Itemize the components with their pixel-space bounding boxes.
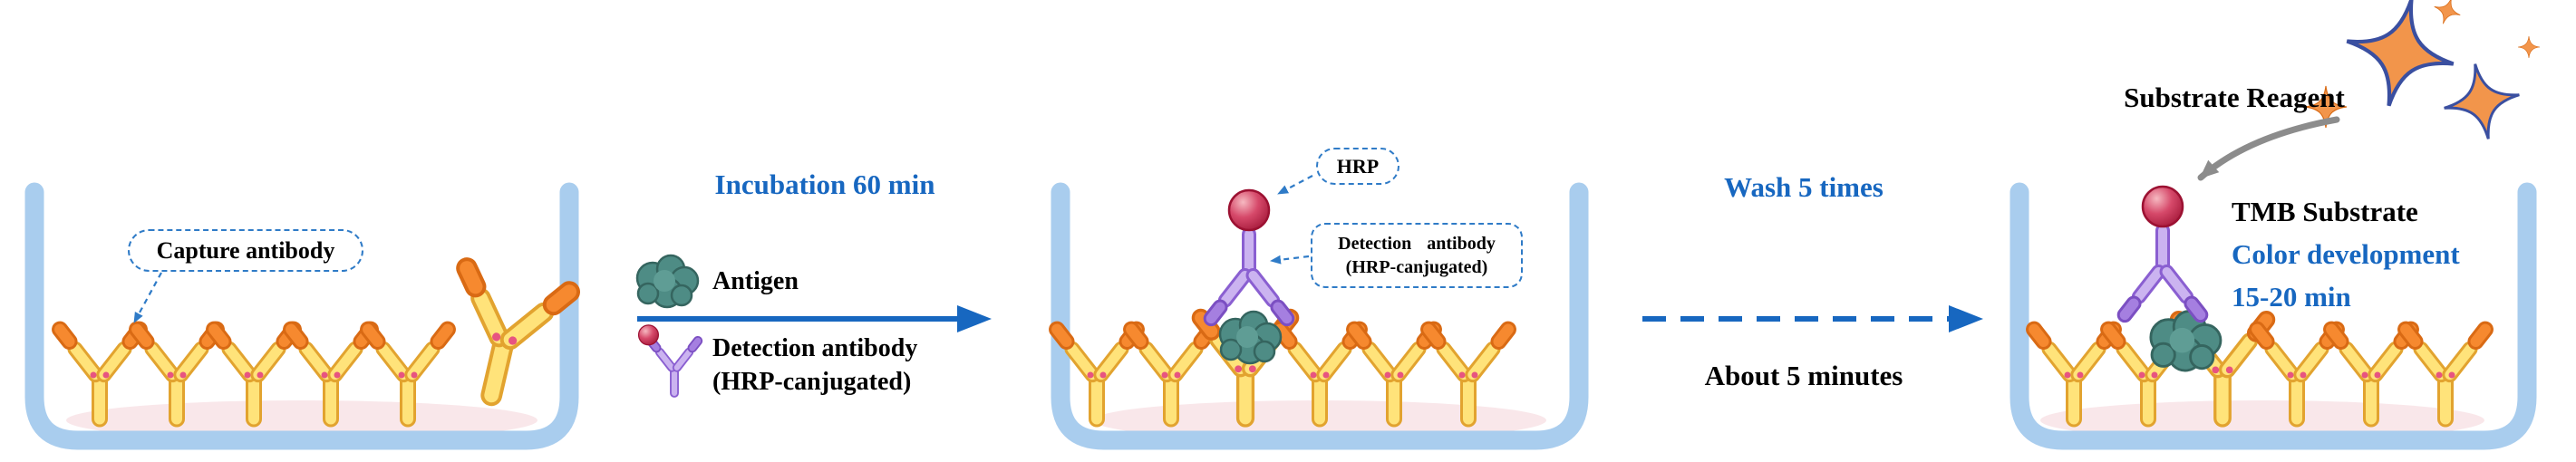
detection-antibody-label-box: Detection antibody (HRP-canjugated) bbox=[1311, 223, 1523, 288]
detection-legend-line2: (HRP-canjugated) bbox=[712, 368, 912, 396]
time-label: 15-20 min bbox=[2232, 281, 2351, 313]
step2-graphics bbox=[1642, 305, 1983, 332]
detection-antibody-hrp-icon bbox=[1202, 190, 1295, 327]
wash-arrow-icon bbox=[1642, 305, 1983, 332]
capture-antibodies bbox=[49, 251, 586, 428]
result-text-block: TMB Substrate Color development 15-20 mi… bbox=[2232, 190, 2460, 318]
step1-graphics bbox=[635, 254, 992, 397]
antigen-icon bbox=[2149, 310, 2223, 372]
well-outline bbox=[1051, 182, 1589, 450]
antigen-icon bbox=[635, 254, 700, 309]
antigen-icon bbox=[1218, 310, 1283, 365]
incubation-arrow-icon bbox=[637, 305, 992, 332]
well-2 bbox=[1046, 175, 1589, 450]
capture-antibody-label-box: Capture antibody bbox=[128, 229, 363, 272]
wash-subtitle: About 5 minutes bbox=[1704, 360, 1903, 391]
incubation-title: Incubation 60 min bbox=[714, 168, 935, 200]
hrp-label: HRP bbox=[1336, 154, 1380, 178]
sandwich-complex bbox=[2116, 187, 2223, 372]
wash-title: Wash 5 times bbox=[1724, 171, 1884, 203]
substrate-stars-icon bbox=[2304, 0, 2541, 148]
star-icon bbox=[2517, 35, 2541, 59]
star-icon bbox=[2429, 0, 2465, 29]
well-outline bbox=[24, 182, 579, 450]
detection-box-line2: (HRP-canjugated) bbox=[1345, 257, 1488, 277]
substrate-curved-arrow-icon bbox=[2197, 116, 2340, 181]
capture-antibody-label: Capture antibody bbox=[156, 236, 335, 264]
hrp-label-pointer-arrow bbox=[1277, 175, 1313, 195]
detection-label-pointer-arrow bbox=[1270, 255, 1310, 265]
hrp-label-box: HRP bbox=[1316, 148, 1399, 185]
detection-box-line1: Detection antibody bbox=[1338, 234, 1496, 254]
well-3 bbox=[2009, 0, 2541, 450]
detection-antibody-icon bbox=[639, 325, 703, 397]
antigen-label: Antigen bbox=[712, 267, 799, 295]
detection-antibody-legend-label: Detection antibody (HRP-canjugated) bbox=[712, 332, 917, 399]
detection-antibody-hrp-icon bbox=[2116, 187, 2209, 323]
substrate-reagent-label: Substrate Reagent bbox=[2124, 82, 2345, 113]
well-outline bbox=[2009, 182, 2537, 450]
detection-legend-line1: Detection antibody bbox=[712, 334, 918, 362]
capture-label-pointer-arrow bbox=[133, 272, 162, 323]
tmb-substrate-label: TMB Substrate bbox=[2232, 196, 2418, 227]
star-icon bbox=[2436, 55, 2528, 148]
color-development-label: Color development bbox=[2232, 238, 2460, 270]
well-1 bbox=[24, 182, 586, 450]
